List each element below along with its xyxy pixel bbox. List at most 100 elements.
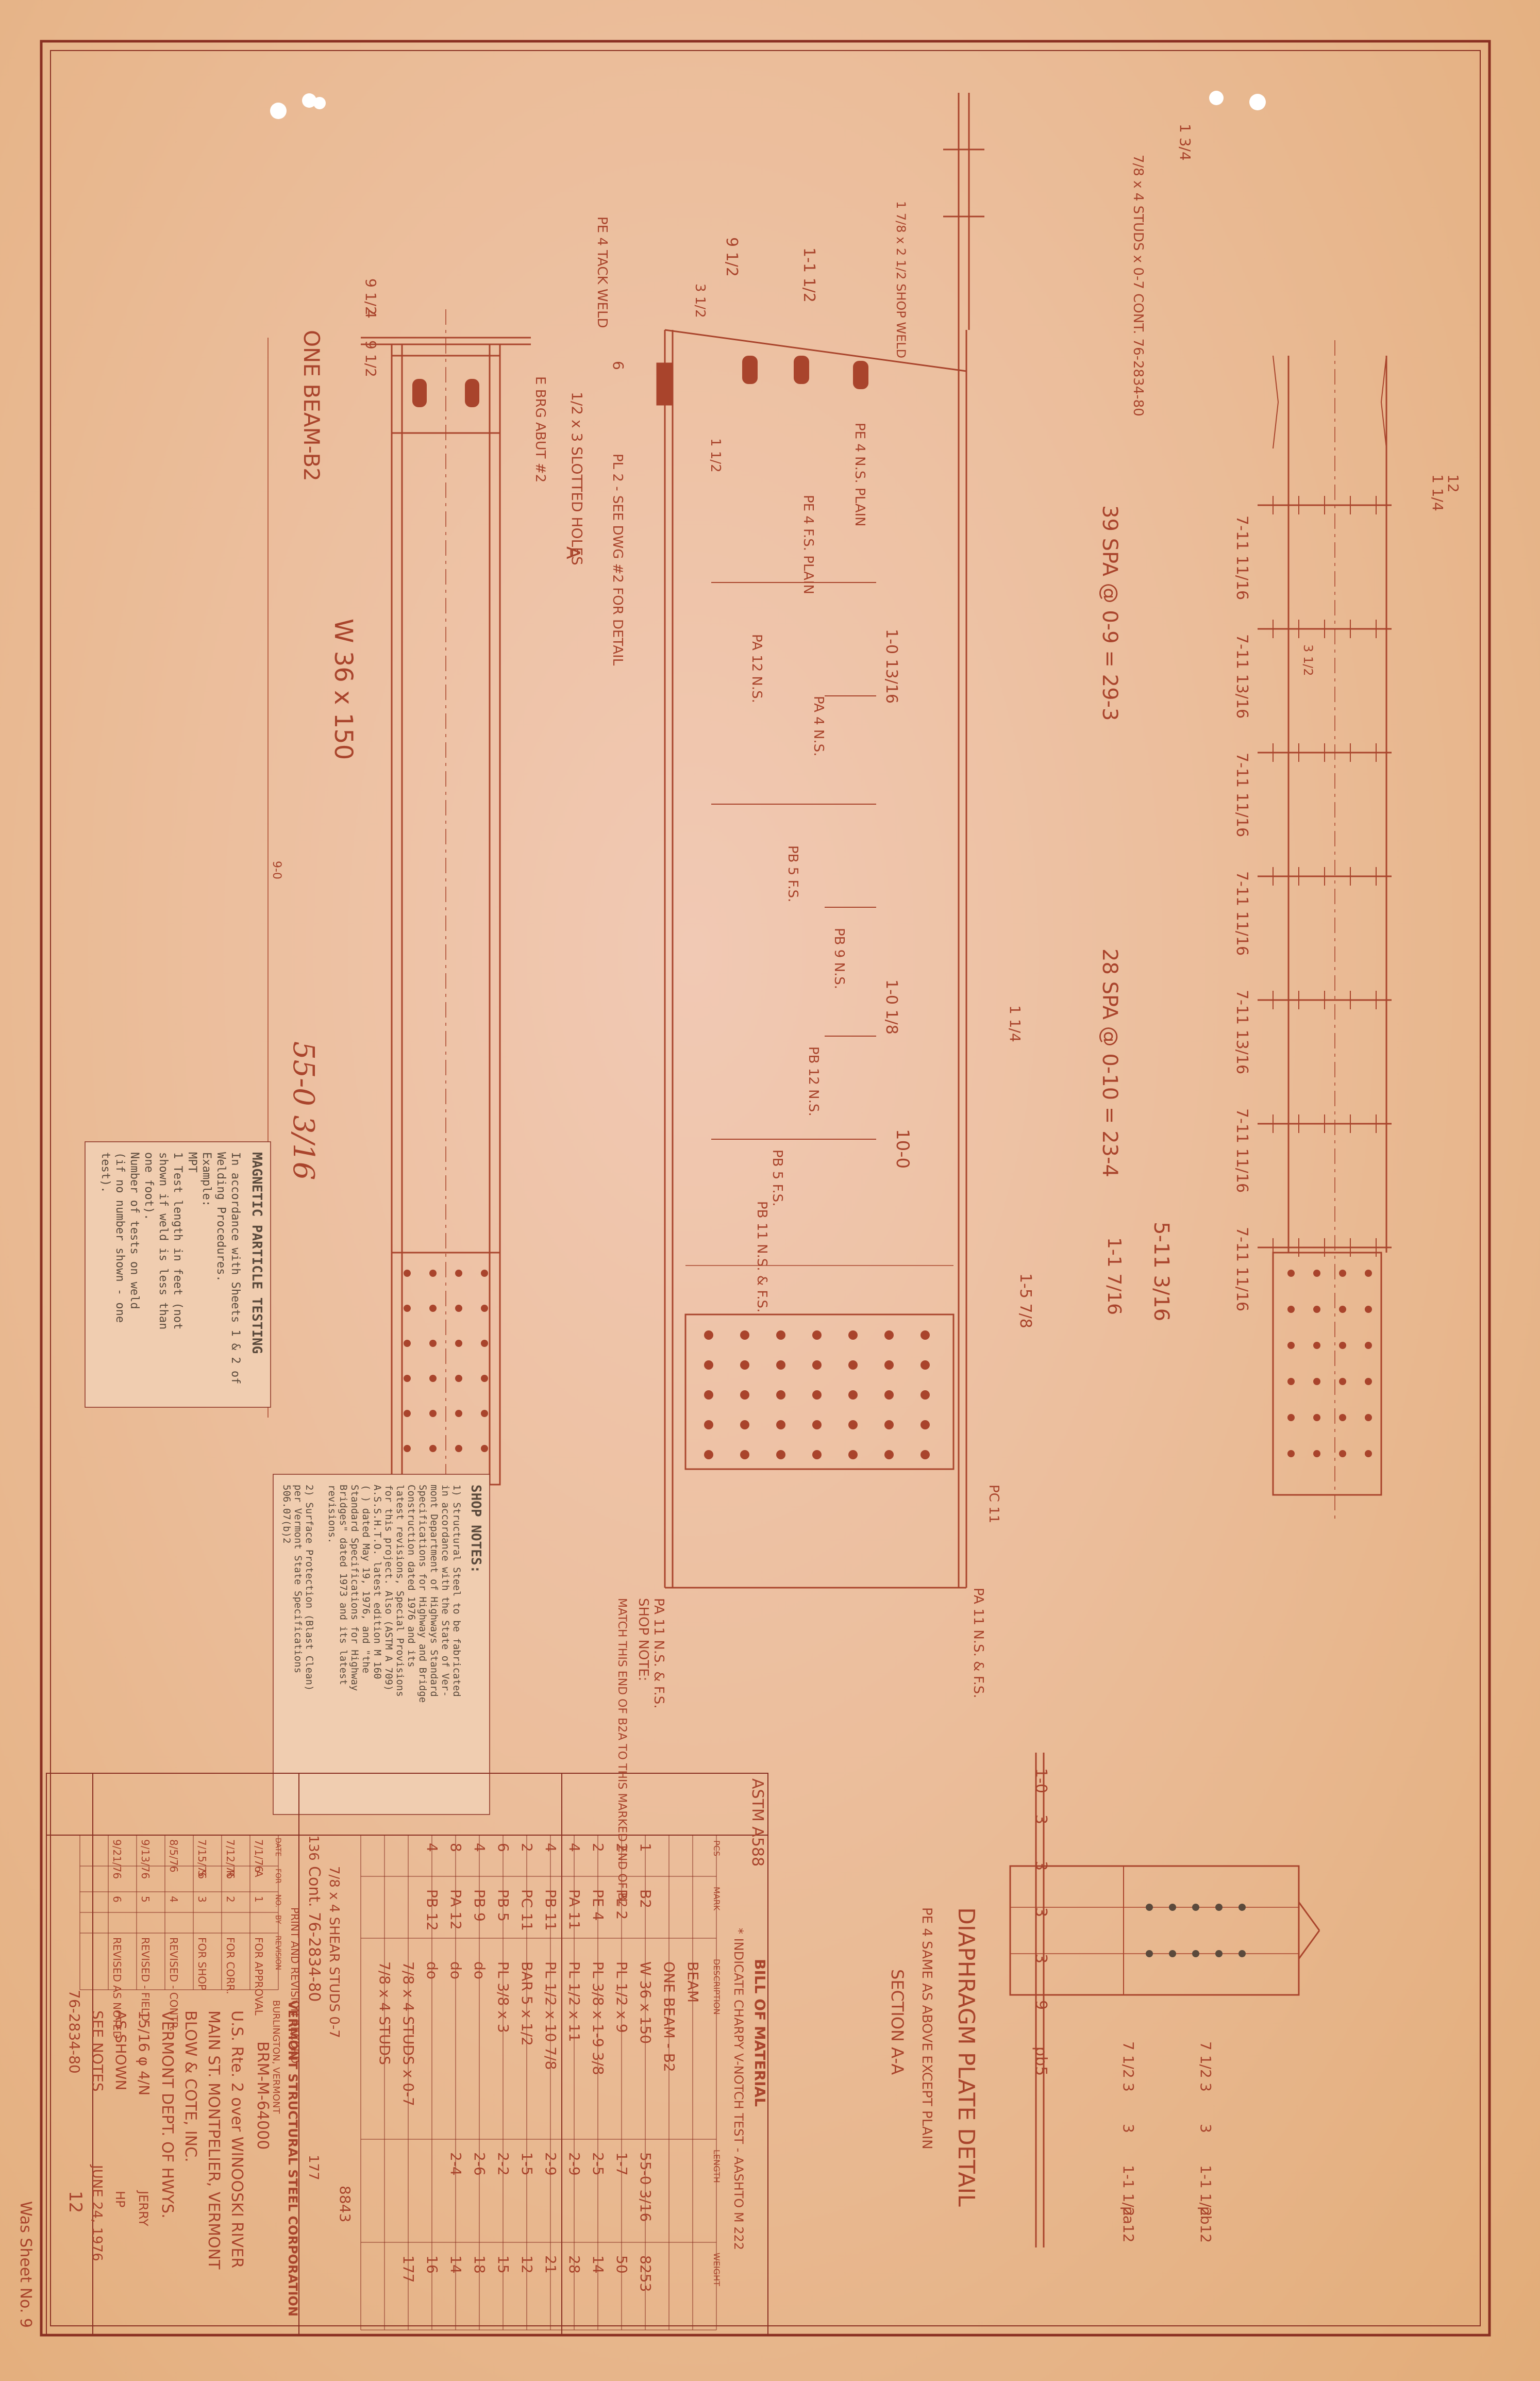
bom-cell: 4 — [542, 1843, 559, 1852]
print-cell: 9/13/76 — [139, 1839, 152, 1879]
dim-10-0: 10-0 — [892, 1129, 913, 1169]
bom-cell: BAR 5 x 1/2 — [518, 1961, 535, 2046]
dim-1half: 1 1/2 — [708, 438, 723, 473]
pen-note-b: 12 — [1445, 474, 1462, 493]
bom-cell: PL 2 — [613, 1889, 630, 1920]
bom-cell: 4 — [471, 1843, 488, 1852]
dim-3half: 3 1/2 — [692, 284, 708, 318]
bom-cont2: 7/8 x 4 SHEAR STUDS 0-7 — [326, 1866, 342, 2038]
shopnote-line: Standard Specifications for Highway — [349, 1485, 360, 1691]
bom-cell: B2 — [637, 1889, 654, 1908]
bom-header: LENGTH — [712, 2150, 722, 2183]
bom-cell: PC 11 — [518, 1889, 535, 1931]
bolt-hole — [1365, 1342, 1372, 1349]
print-cell: S — [196, 1870, 208, 1877]
pb11-label: PB 11 N.S. & F.S. — [754, 1201, 769, 1312]
diaphragm-dim: 3 — [1032, 1814, 1050, 1824]
bom-cell: 8 — [447, 1843, 464, 1852]
bolt-hole — [1339, 1378, 1346, 1385]
diaphragm-detail — [1009, 1753, 1320, 2247]
dim-9half: 9 1/2 — [723, 237, 741, 277]
dim-1-0-13: 1-0 13/16 — [882, 629, 900, 704]
bom-cell: 2 — [590, 1843, 607, 1852]
shop-notes: SHOP NOTES: 1) Structural Steel to be fa… — [281, 1485, 483, 1703]
bom-header: DESCRIPTION — [712, 1959, 722, 2014]
shopnote-line: revisions. — [326, 1485, 338, 1543]
diaphragm-dim: 3 — [1032, 1907, 1050, 1917]
print-cell: 2 — [224, 1896, 237, 1903]
bolt-hole — [1313, 1342, 1320, 1349]
print-cell: 1 — [253, 1896, 265, 1903]
print-cell: 9/21/76 — [111, 1839, 123, 1879]
panel-dim: 7-11 13/16 — [1233, 990, 1251, 1074]
shopnote-line: latest revisions, Special Provisions — [394, 1485, 406, 1697]
print-record-grid — [79, 1835, 279, 1990]
beam-elevation-left — [267, 309, 531, 1495]
diaphragm-dim: pb5 — [1032, 2046, 1050, 2076]
print-cell: FOR APPROVAL — [253, 1937, 265, 2016]
pb9-ns: PB 9 N.S. — [831, 928, 847, 989]
shopnotes-title: SHOP NOTES: — [468, 1485, 483, 1573]
bom-cell: do — [471, 1961, 488, 1979]
stud-note: 7/8 x 4 STUDS x 0-7 CONT. 76-2834-80 — [1130, 155, 1146, 417]
mpt-line: (if no number shown - one — [113, 1152, 126, 1323]
bom-cell: PB 5 — [495, 1889, 512, 1922]
diaphragm-sub: PE 4 SAME AS ABOVE EXCEPT PLAIN — [919, 1907, 934, 2150]
bolt-hole — [884, 1330, 894, 1340]
bolt-hole — [812, 1360, 822, 1370]
bolt-hole — [1287, 1378, 1295, 1385]
diaphragm-dim-3: 3 — [1197, 2083, 1214, 2092]
bolt-hole — [1365, 1378, 1372, 1385]
dim-1-1half: 1-1 1/2 — [800, 247, 818, 303]
print-cell: FOR SHOP — [196, 1937, 208, 1990]
bolt-hole — [429, 1375, 437, 1382]
diaphragm-dim-2: 1-1 1/2 — [1120, 2165, 1137, 2217]
bom-cell: 7/8 x 4 STUDS — [376, 1961, 393, 2065]
bom-total-wt: 177 — [306, 2155, 321, 2180]
bom-cell: 55-0 3/16 — [637, 2152, 654, 2222]
diaphragm-dim-2: 7 1/2 — [1120, 2041, 1137, 2078]
bolt-hole — [1339, 1450, 1346, 1457]
bom-header: PCS — [712, 1840, 722, 1856]
diaphragm-dim-2: 3 — [1120, 2124, 1137, 2133]
date: JUNE 24, 1976 — [89, 2164, 105, 2261]
bolt-hole — [740, 1360, 749, 1370]
section-a-mark: A — [562, 546, 583, 559]
bolt-hole — [1313, 1306, 1320, 1313]
print-header: BY — [274, 1915, 282, 1924]
print-cell: 3 — [196, 1896, 208, 1903]
bolt-hole — [1339, 1270, 1346, 1277]
shopnote-line: mont Department of Highways Standard — [428, 1485, 440, 1697]
bom-cell: 177 — [400, 2255, 417, 2283]
print-header: FOR — [274, 1869, 282, 1884]
diaphragm-hole — [1146, 1950, 1153, 1957]
bom-cell: 2 — [613, 1843, 630, 1852]
diaphragm-dim: 3 — [1032, 1861, 1050, 1871]
bolt-hole — [776, 1390, 785, 1400]
mpt-box — [85, 1141, 271, 1408]
bolt-hole — [1365, 1414, 1372, 1421]
shear-studs — [1258, 496, 1392, 1257]
drawing-no: BRM-M-64000 — [254, 2041, 272, 2150]
bolt-hole — [455, 1410, 462, 1417]
shopnote-line: 2) Surface Protection (Blast Clean) — [304, 1485, 315, 1691]
bolt-hole — [776, 1330, 785, 1340]
print-cell: A — [253, 1870, 265, 1877]
diaphragm-hole — [1215, 1950, 1223, 1957]
bolt-hole — [481, 1445, 488, 1452]
print-cell: 5 — [139, 1896, 152, 1903]
bolt-hole — [920, 1390, 930, 1400]
shop-note-text: MATCH THIS END OF B2A TO THIS MARKED END… — [615, 1598, 628, 1907]
print-header: REVISION — [274, 1936, 282, 1970]
bolt-hole — [704, 1360, 713, 1370]
bolt-hole — [1313, 1378, 1320, 1385]
bolt-hole — [812, 1420, 822, 1429]
bolt-hole — [704, 1420, 713, 1429]
shopnote-line: per Vermont State Specifications — [292, 1485, 304, 1673]
bom-cell: 15 — [495, 2255, 512, 2274]
bom-qty: 136 — [306, 1835, 321, 1861]
diaphragm-hole — [1192, 1950, 1199, 1957]
diaphragm-dim-3: 1-1 1/2 — [1197, 2165, 1214, 2217]
